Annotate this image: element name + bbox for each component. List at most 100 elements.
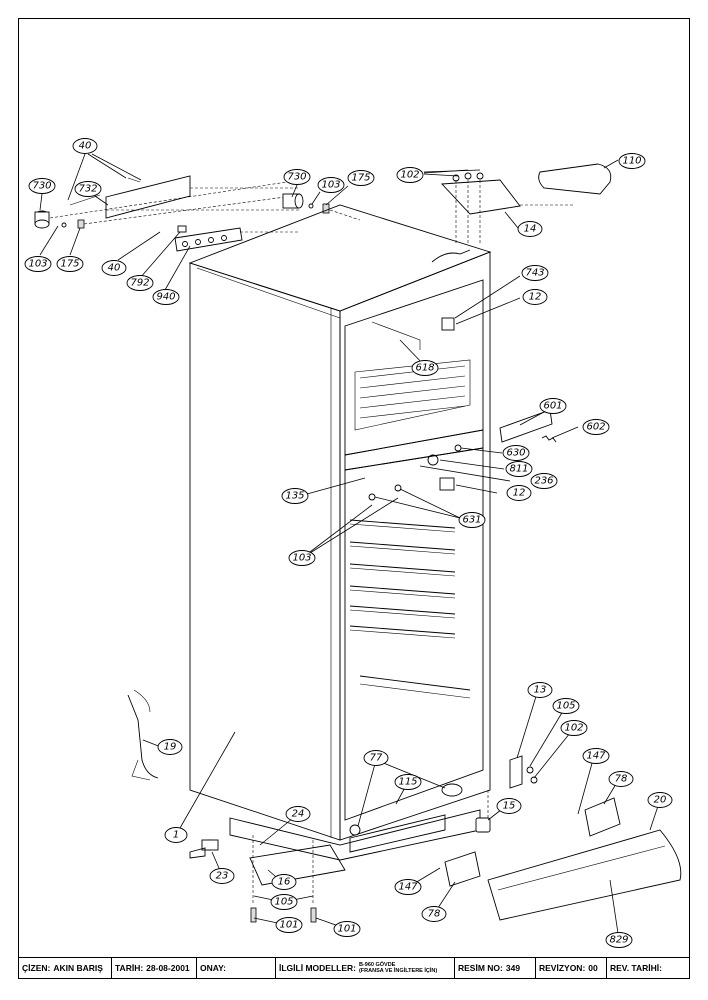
approval-label: ONAY: — [200, 963, 226, 973]
approval-cell: ONAY: — [197, 958, 276, 978]
lower-hinge-13 — [509, 755, 523, 789]
svg-text:147: 147 — [398, 882, 418, 893]
models-line-1: B-960 GÖVDE — [358, 962, 396, 968]
top-left-bracket-group — [34, 175, 301, 252]
rev-date-cell: REV. TARİHİ: — [607, 958, 689, 978]
callout-103a: 103 — [24, 256, 52, 272]
models-cell: İLGİLİ MODELLER: B-960 GÖVDE (FRANSA VE … — [276, 958, 455, 978]
leader-lines — [39, 153, 661, 941]
callout-12b: 12 — [506, 485, 532, 501]
bushing-175a — [77, 219, 85, 229]
callout-78b: 78 — [421, 906, 447, 922]
svg-text:103: 103 — [321, 180, 340, 191]
callout-24: 24 — [285, 806, 311, 822]
bracket-601 — [499, 409, 553, 443]
svg-text:732: 732 — [78, 184, 97, 195]
callout-730a: 730 — [28, 178, 56, 194]
date-cell: TARİH: 28-08-2001 — [112, 958, 197, 978]
drawn-by-label: ÇİZEN: — [22, 963, 51, 973]
svg-text:110: 110 — [622, 156, 641, 167]
callout-940: 940 — [152, 289, 180, 305]
svg-text:135: 135 — [285, 491, 304, 502]
models-line-2: (FRANSA VE İNGİLTERE İÇİN) — [358, 968, 438, 974]
svg-text:730: 730 — [287, 172, 306, 183]
svg-text:14: 14 — [524, 224, 537, 235]
svg-text:12: 12 — [513, 488, 526, 499]
svg-text:105: 105 — [556, 701, 575, 712]
svg-text:15: 15 — [503, 801, 516, 812]
left-bottom-parts — [127, 689, 346, 923]
base-grille — [349, 814, 446, 853]
callout-730b: 730 — [283, 169, 311, 185]
callout-110: 110 — [618, 153, 646, 169]
svg-text:940: 940 — [156, 292, 175, 303]
revision-value: 00 — [588, 963, 598, 973]
callout-732: 732 — [74, 181, 102, 197]
svg-text:743: 743 — [525, 268, 544, 279]
callout-601: 601 — [539, 398, 567, 414]
svg-text:78: 78 — [428, 909, 441, 920]
callout-602: 602 — [582, 419, 610, 435]
svg-text:630: 630 — [506, 448, 525, 459]
control-panel-940 — [174, 227, 243, 252]
thermostat-743 — [441, 317, 455, 331]
callout-16: 16 — [271, 874, 297, 890]
svg-text:105: 105 — [274, 897, 293, 908]
callout-13: 13 — [527, 682, 553, 698]
callout-23: 23 — [209, 868, 235, 884]
callout-labels: 40 730 732 103 175 40 792 940 730 103 17… — [24, 138, 673, 948]
callout-19: 19 — [157, 739, 183, 755]
callout-77: 77 — [363, 750, 389, 766]
svg-text:631: 631 — [462, 515, 481, 526]
lamp-630 — [454, 444, 462, 452]
clip-78a — [584, 797, 621, 837]
bushing-175b — [322, 203, 330, 214]
svg-text:811: 811 — [509, 464, 528, 475]
leveling-foot-15 — [475, 817, 491, 833]
svg-text:19: 19 — [164, 742, 177, 753]
svg-text:101: 101 — [279, 920, 298, 931]
svg-text:602: 602 — [586, 422, 605, 433]
kick-plate-829 — [487, 829, 682, 921]
svg-text:175: 175 — [60, 259, 79, 270]
cabinet-top — [188, 204, 492, 312]
rev-date-label: REV. TARİHİ: — [610, 963, 662, 973]
date-value: 28-08-2001 — [146, 963, 190, 973]
screw-602 — [541, 435, 557, 443]
callout-792: 792 — [126, 275, 154, 291]
wire-harness-19 — [127, 694, 159, 779]
svg-text:77: 77 — [370, 753, 383, 764]
callout-40a: 40 — [72, 138, 98, 154]
drawing-no-cell: RESİM NO: 349 — [455, 958, 536, 978]
cabinet-side-panel — [189, 262, 341, 841]
shelf-rails — [349, 519, 471, 699]
drawing-no-value: 349 — [505, 963, 521, 973]
top-wiring — [431, 249, 471, 263]
hinge-cover-110 — [538, 163, 612, 195]
svg-text:12: 12 — [529, 292, 542, 303]
svg-text:829: 829 — [609, 935, 628, 946]
callout-15: 15 — [496, 798, 522, 814]
date-label: TARİH: — [115, 963, 144, 973]
svg-text:601: 601 — [543, 401, 562, 412]
switch-12b — [439, 477, 455, 491]
screw-101b — [310, 907, 317, 923]
cabinet-front — [339, 251, 491, 841]
svg-text:103: 103 — [292, 553, 311, 564]
compartment-divider — [344, 429, 484, 471]
callout-175b: 175 — [347, 170, 375, 186]
svg-text:730: 730 — [32, 181, 51, 192]
callout-101b: 101 — [333, 921, 361, 937]
svg-text:102: 102 — [400, 170, 419, 181]
foot-bracket-16 — [249, 844, 346, 886]
callout-175a: 175 — [56, 256, 84, 272]
callout-115: 115 — [394, 774, 422, 790]
callout-40b: 40 — [101, 260, 127, 276]
svg-text:24: 24 — [292, 809, 305, 820]
callout-14: 14 — [517, 221, 543, 237]
svg-text:102: 102 — [564, 723, 583, 734]
callout-102b: 102 — [560, 720, 588, 736]
capillary-618 — [371, 321, 421, 350]
svg-text:40: 40 — [79, 141, 92, 152]
callout-147a: 147 — [582, 748, 610, 764]
